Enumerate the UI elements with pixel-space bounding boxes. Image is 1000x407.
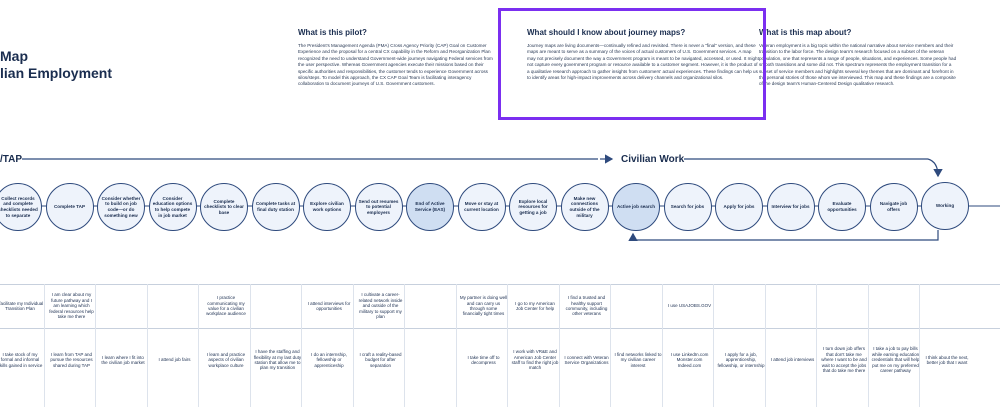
column-divider [867, 284, 869, 407]
journey-step: Complete TAP [45, 183, 94, 231]
phase-label-tap: /TAP [0, 154, 23, 165]
intro-map-about-heading: What is this map about? [759, 28, 852, 37]
insight-cell: I find a trusted and healthy support com… [565, 295, 608, 317]
intro-journey-maps-body: Journey maps are living documents—contin… [527, 43, 759, 81]
journey-step: Evaluate opportunities [818, 183, 866, 231]
phase-label-civilian: Civilian Work [621, 154, 685, 165]
selection-highlight [498, 8, 766, 120]
intro-map-about-body: Veteran employment is a big topic within… [759, 43, 957, 87]
column-divider [919, 284, 920, 407]
column-divider [610, 284, 611, 407]
insight-cell: I use LinkedIn.com Monster.com Indeed.co… [670, 351, 709, 368]
column-divider [352, 284, 354, 407]
insight-cell: I use USAJOBS.GOV [667, 303, 712, 309]
column-divider [455, 284, 457, 407]
insight-cell: I learn where I fit into the civilian jo… [101, 354, 145, 365]
insight-cell: I find networks linked to my civilian ca… [614, 351, 662, 368]
journey-step: Make new connections outside of the mili… [560, 183, 609, 231]
journey-step: Working [921, 182, 969, 230]
journey-step: Send out resumes to potential employers [354, 183, 403, 231]
insight-cell: I am clear about my future pathway and I… [49, 292, 94, 320]
column-divider [95, 284, 96, 407]
insight-cell: I think about the next, better job that … [925, 354, 969, 365]
column-divider [507, 284, 508, 407]
column-divider [146, 284, 148, 407]
insight-cell: I practice communicating my value for a … [206, 295, 246, 317]
journey-step: Consider whether to build on job code—or… [97, 183, 145, 231]
insight-cell: I attend job interviews [770, 357, 815, 363]
column-divider [816, 284, 817, 407]
journey-step: Move or stay at current location [457, 183, 506, 231]
insight-cell: I facilitate my Individual Transition Pl… [0, 300, 44, 311]
journey-step: Complete tasks at final duty station [251, 183, 300, 231]
insight-cell: I cultivate a career-related network ins… [358, 292, 403, 320]
insight-cell: I craft a reality-based budget for after… [359, 351, 402, 368]
insight-cell: I do an internship, fellowship or appren… [311, 351, 347, 368]
insight-cell: I take time off to decompress [467, 354, 500, 365]
insight-cell: I take a job to pay bills while earning … [871, 346, 920, 374]
journey-step: Consider education options to help compe… [148, 183, 197, 231]
insight-cell: I turn down job offers that don't take m… [821, 346, 867, 374]
column-divider [43, 284, 45, 407]
intro-pilot: What is this pilot? The President's Mana… [298, 28, 498, 88]
insight-cell: I learn from TAP and pursue the resource… [50, 351, 93, 368]
journey-step: Explore civilian work options [303, 183, 351, 231]
journey-step: Apply for jobs [715, 183, 763, 231]
insight-cell: I attend interviews for opportunities [307, 300, 351, 311]
column-divider [301, 284, 302, 407]
insight-cell: I have the staffing and flexibility at m… [253, 349, 302, 371]
journey-step: Explore local resources for getting a jo… [509, 183, 557, 231]
insight-cell: I go to my American Job Center for help [515, 300, 555, 311]
journey-step: Search for jobs [663, 183, 712, 231]
row-divider-middle [0, 328, 1000, 329]
column-divider [713, 284, 714, 407]
intro-journey-maps-heading: What should I know about journey maps? [527, 28, 686, 37]
page-title-line2: lian Employment [0, 65, 113, 81]
column-divider [558, 284, 560, 407]
insight-cell: My partner is doing well and can carry u… [459, 295, 508, 317]
journey-step: End of Active Service (EAS) [406, 183, 454, 231]
journey-step: Collect records and complete checklists … [0, 183, 42, 231]
insight-cell: I connect with Veteran Service Organizat… [564, 354, 609, 365]
insight-cell: I work with VR&E and American Job Center… [511, 349, 559, 371]
intro-pilot-heading: What is this pilot? [298, 28, 367, 37]
insight-cell: I learn and practice aspects of civilian… [206, 351, 246, 368]
column-divider [404, 284, 405, 407]
intro-journey-maps: What should I know about journey maps? J… [527, 28, 759, 81]
page-title-line1: Map [0, 48, 28, 64]
down-arrow-working [927, 158, 943, 178]
row-divider-top [0, 284, 1000, 285]
column-divider [764, 284, 766, 407]
column-divider [249, 284, 251, 407]
journey-step: Complete checklists to clear base [200, 183, 248, 231]
intro-map-about: What is this map about? Veteran employme… [759, 28, 959, 88]
column-divider [198, 284, 199, 407]
insight-cell: I apply for a job, apprenticeship, fello… [717, 351, 765, 368]
intro-pilot-body: The President's Management Agenda (PMA) … [298, 43, 493, 87]
insight-cell: I attend job fairs [158, 357, 191, 363]
journey-step: Navigate job offers [869, 183, 918, 231]
page-title: Map lian Employment [0, 48, 112, 82]
loop-connector [628, 230, 939, 242]
column-divider [661, 284, 663, 407]
insight-cell: I take stock of my formal and informal s… [0, 351, 43, 368]
journey-step: Interview for jobs [766, 183, 815, 231]
journey-step: Active job search [612, 183, 660, 231]
